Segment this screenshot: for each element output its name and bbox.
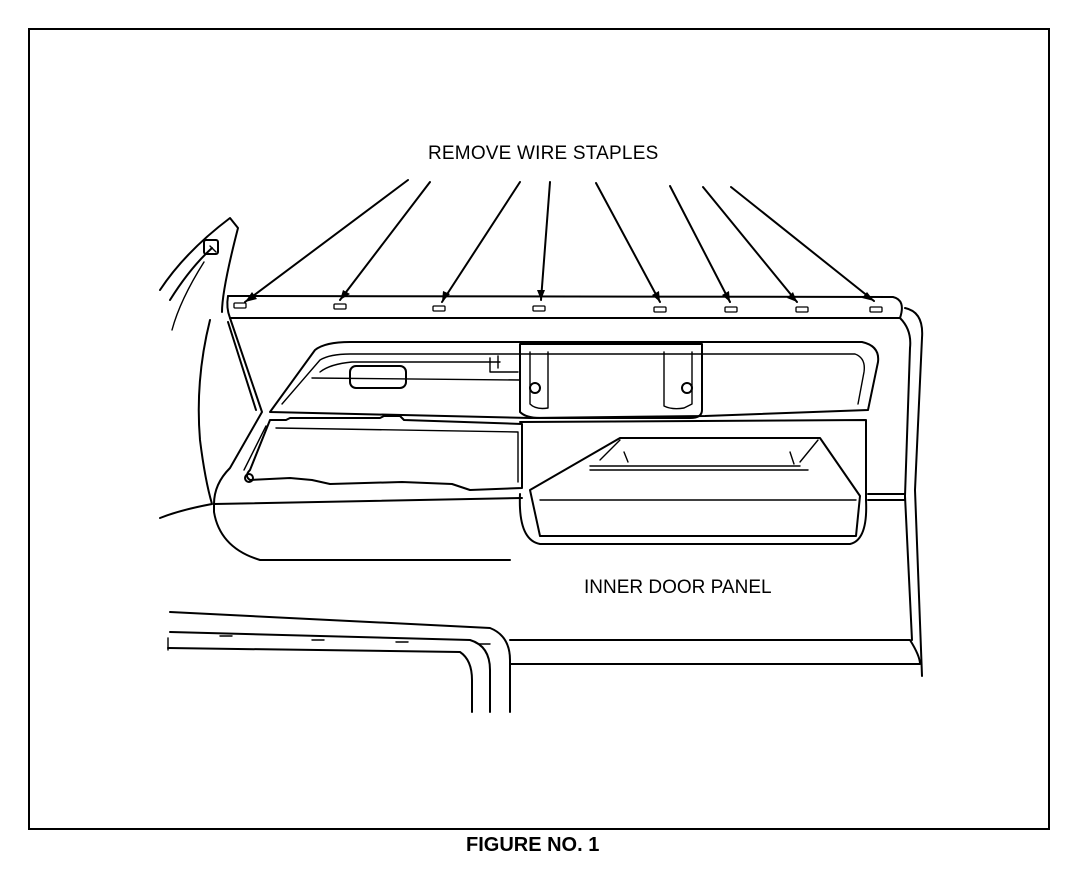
wire-staple — [724, 306, 738, 313]
panel-screw — [244, 473, 254, 483]
leader-line — [595, 182, 661, 303]
leader-line — [441, 181, 521, 303]
figure-caption: FIGURE NO. 1 — [466, 834, 600, 856]
wire-staple — [869, 306, 883, 313]
wire-staple — [333, 303, 347, 310]
wire-staple — [432, 305, 446, 312]
leader-line — [244, 179, 409, 303]
pull-handle-block — [519, 343, 703, 419]
leader-line — [339, 181, 431, 301]
leader-line — [702, 186, 798, 303]
wire-staples — [233, 302, 883, 313]
speaker-cutout — [243, 415, 523, 491]
door-handle-recess — [349, 365, 407, 389]
leader-line — [669, 185, 731, 303]
figure-frame — [28, 28, 1050, 830]
screw-right — [681, 382, 693, 394]
wire-staple — [795, 306, 809, 313]
wire-staple — [233, 302, 247, 309]
door-frame-pillar — [159, 217, 239, 519]
screw-left — [529, 382, 541, 394]
leader-line — [730, 186, 875, 302]
wire-staple — [532, 305, 546, 312]
callout-label: REMOVE WIRE STAPLES — [428, 143, 659, 164]
wire-staple — [653, 306, 667, 313]
panel-label: INNER DOOR PANEL — [584, 577, 772, 598]
mirror-bracket — [203, 239, 219, 255]
panel-outline — [213, 307, 924, 677]
lower-panel-edge — [167, 611, 511, 713]
armrest-trim — [269, 341, 880, 419]
storage-pocket — [518, 419, 868, 545]
leader-line — [540, 181, 551, 301]
staple-leader-lines — [244, 179, 875, 303]
